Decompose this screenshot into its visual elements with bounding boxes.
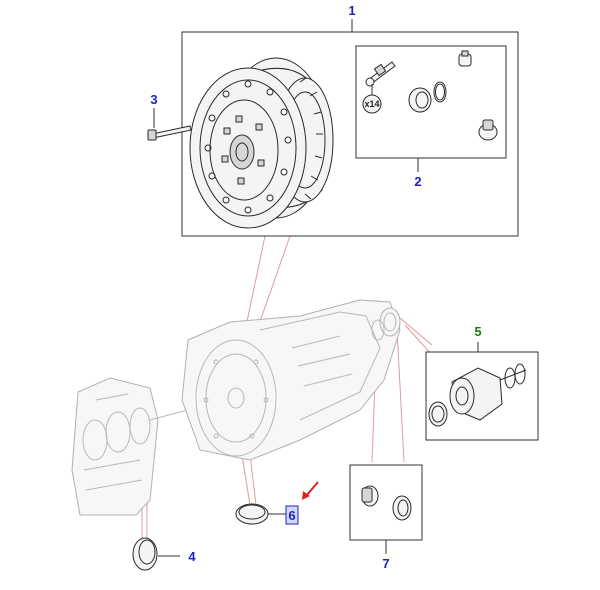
- callout-6-group[interactable]: 6: [285, 505, 299, 525]
- seal-ring-part: [408, 87, 432, 113]
- callout-3[interactable]: 3: [150, 92, 157, 107]
- flexplate-bolt-part: [147, 108, 192, 141]
- callout-4[interactable]: 4: [188, 549, 196, 564]
- pointer-arrow: [302, 481, 319, 500]
- output-seal-box: 7: [349, 464, 423, 571]
- flexplate-bolt-holes: [204, 80, 292, 214]
- callout-1[interactable]: 1: [348, 3, 355, 18]
- output-housing-box: 5: [425, 324, 539, 441]
- core-plug-part: [132, 537, 180, 571]
- callout-5[interactable]: 5: [474, 324, 481, 339]
- access-plug-part: [235, 503, 288, 525]
- transmission-illustration: [181, 299, 401, 461]
- callout-2[interactable]: 2: [414, 174, 421, 189]
- bolt-quantity-label: x14: [364, 99, 379, 109]
- output-bush-part: [361, 485, 379, 507]
- output-housing-part: [428, 363, 527, 427]
- hub-studs: [221, 115, 265, 185]
- output-oil-seal-part: [392, 495, 412, 521]
- callout-6[interactable]: 6: [288, 508, 295, 523]
- o-ring-part: [433, 81, 447, 103]
- torque-converter-illustration: [189, 57, 334, 229]
- plug-part: [458, 50, 472, 67]
- callout-7[interactable]: 7: [382, 556, 389, 571]
- drain-plug-part: [478, 119, 498, 141]
- bolt-part: [365, 61, 396, 87]
- seal-kit-box: 2 x14: [355, 45, 507, 189]
- torque-converter-box: 1: [147, 3, 519, 237]
